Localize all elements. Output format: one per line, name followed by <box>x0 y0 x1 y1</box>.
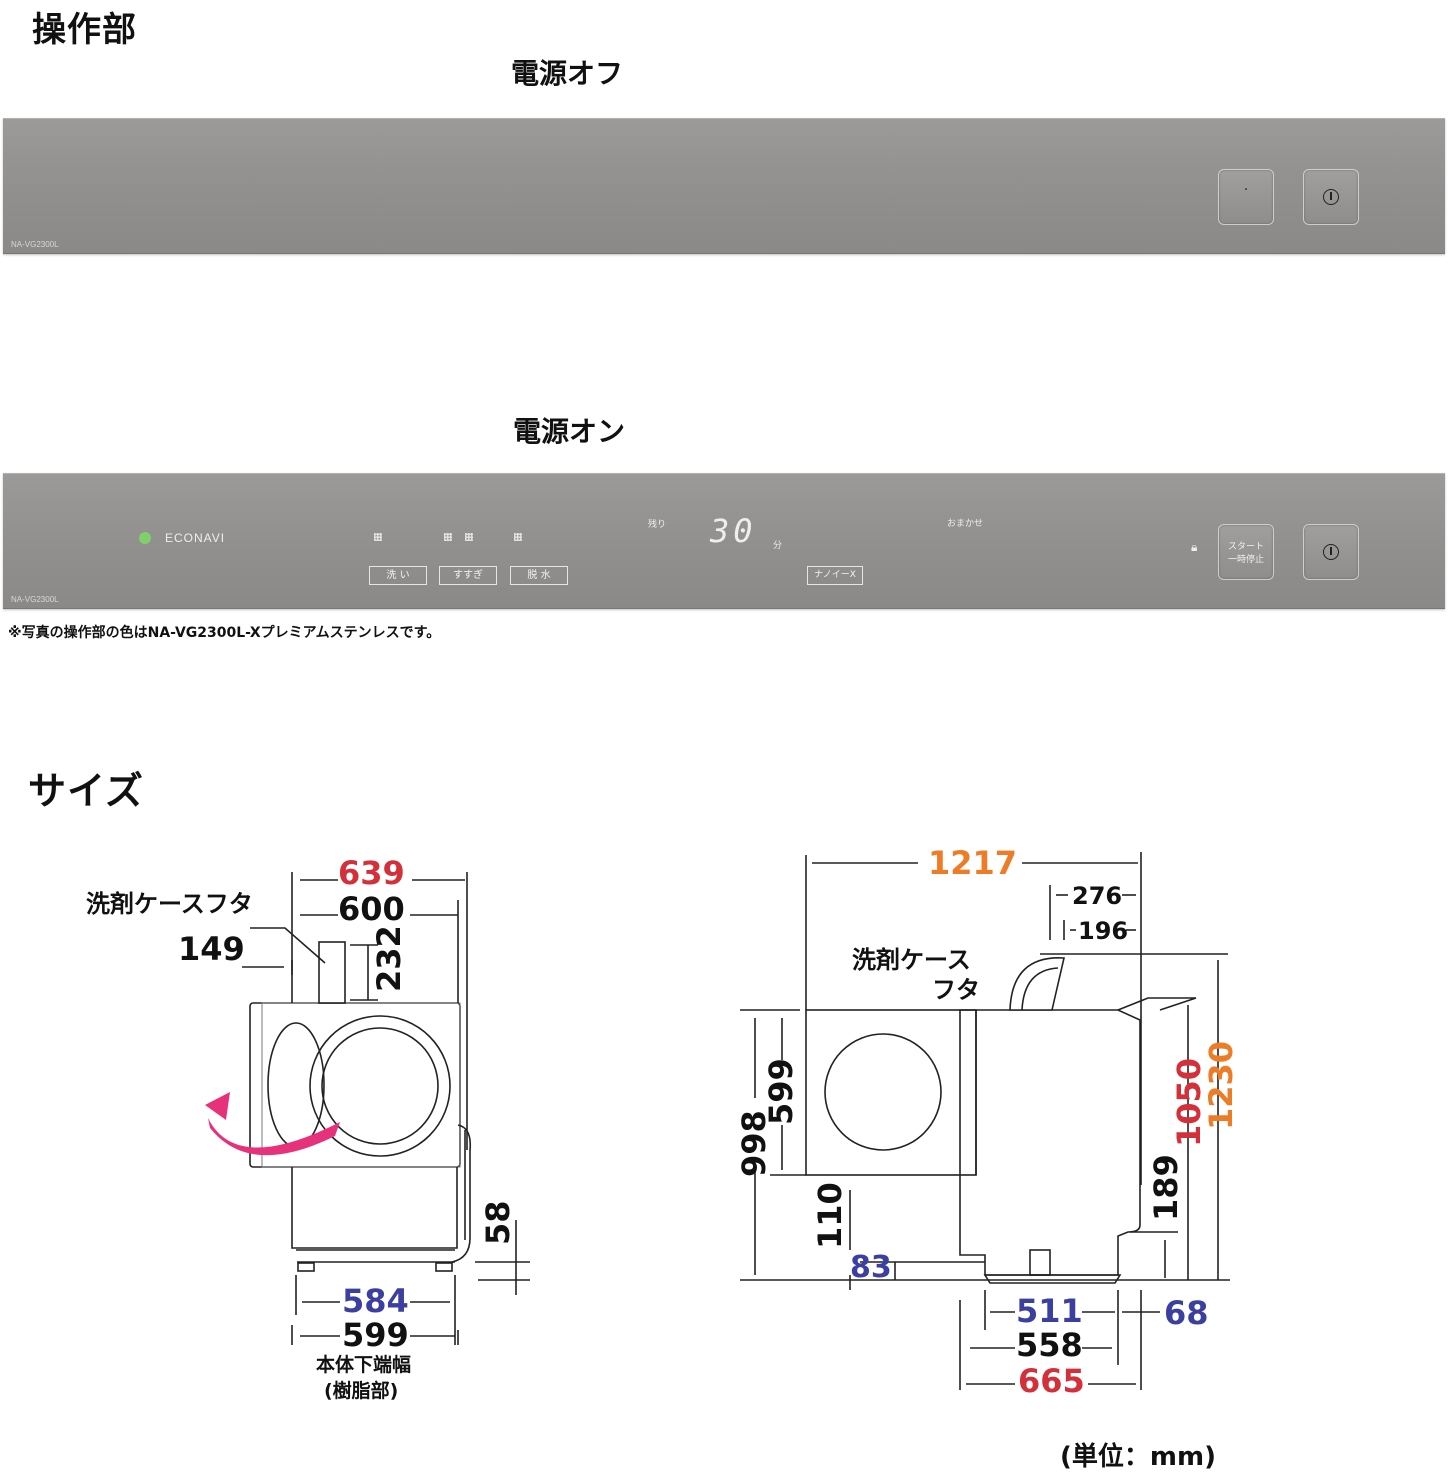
time-display: 30 <box>710 512 757 550</box>
control-panel-off: · NA-VG2300L <box>3 118 1445 254</box>
base-material-label: (樹脂部) <box>324 1380 399 1402</box>
dim-side-276: 276 <box>1072 882 1123 910</box>
dim-front-599: 599 <box>342 1316 409 1354</box>
course-spin-button[interactable]: 脱 水 <box>510 566 568 585</box>
dim-front-584: 584 <box>342 1282 409 1320</box>
led-spin-icon <box>514 533 522 541</box>
course-rinse-button[interactable]: すすぎ <box>439 566 497 585</box>
controls-section-title: 操作部 <box>32 10 137 50</box>
power-button-on[interactable] <box>1303 524 1359 580</box>
size-section-title: サイズ <box>28 769 144 813</box>
dim-side-1230: 1230 <box>1202 1040 1240 1130</box>
nanoe-x-button[interactable]: ナノイーX <box>807 566 863 585</box>
dim-front-600: 600 <box>338 890 405 928</box>
dim-side-665: 665 <box>1018 1362 1085 1400</box>
front-detergent-lid-label: 洗剤ケースフタ <box>86 890 253 918</box>
start-pause-button[interactable]: スタート 一時停止 <box>1218 524 1274 580</box>
control-panel-on: ECONAVI 洗 い すすぎ 脱 水 残り 30 分 おまかせ ナノイーX 🔒… <box>3 473 1445 609</box>
base-width-label: 本体下端幅 <box>316 1354 412 1376</box>
dim-front-149: 149 <box>178 930 245 968</box>
dim-side-511: 511 <box>1016 1292 1083 1330</box>
dim-side-110: 110 <box>811 1182 849 1249</box>
led-rinse2-icon <box>465 533 473 541</box>
led-rinse1-icon <box>444 533 452 541</box>
panel-on-title: 電源オン <box>513 415 626 448</box>
omakase-label: おまかせ <box>947 518 984 528</box>
econavi-label: ECONAVI <box>165 531 226 545</box>
dim-side-83: 83 <box>850 1250 892 1285</box>
power-button-off[interactable] <box>1303 169 1359 225</box>
dim-front-58: 58 <box>479 1200 517 1245</box>
start-button-glyph: · <box>1243 182 1249 198</box>
time-unit: 分 <box>773 540 783 550</box>
panel-color-note: ※写真の操作部の色はNA-VG2300L-Xプレミアムステンレスです。 <box>8 625 441 641</box>
model-label-on: NA-VG2300L <box>11 595 59 604</box>
unit-label: (単位：mm) <box>1060 1442 1216 1472</box>
dim-side-599: 599 <box>762 1058 800 1125</box>
side-detergent-lid-label-1: 洗剤ケース <box>852 946 971 974</box>
remaining-label: 残り <box>648 519 667 529</box>
power-icon <box>1323 544 1339 560</box>
dim-side-196: 196 <box>1078 917 1129 945</box>
led-wash-icon <box>374 533 382 541</box>
side-detergent-lid-label-2: フタ <box>932 976 980 1004</box>
power-icon <box>1323 189 1339 205</box>
start-button-off[interactable]: · <box>1218 169 1274 225</box>
dim-front-639: 639 <box>338 854 405 892</box>
econavi-leaf-icon <box>139 532 151 544</box>
dim-side-1217: 1217 <box>928 844 1018 882</box>
panel-off-title: 電源オフ <box>511 57 624 90</box>
door-open-arrow-icon <box>208 1118 340 1156</box>
start-label: スタート <box>1227 541 1264 551</box>
model-label-off: NA-VG2300L <box>11 240 59 249</box>
child-lock-icon: 🔒︎ <box>1191 540 1198 554</box>
dim-side-68: 68 <box>1164 1294 1209 1332</box>
dim-side-558: 558 <box>1016 1326 1083 1364</box>
dim-front-232: 232 <box>370 925 408 992</box>
course-wash-button[interactable]: 洗 い <box>369 566 427 585</box>
dim-side-189: 189 <box>1147 1154 1185 1221</box>
pause-label: 一時停止 <box>1227 554 1264 564</box>
